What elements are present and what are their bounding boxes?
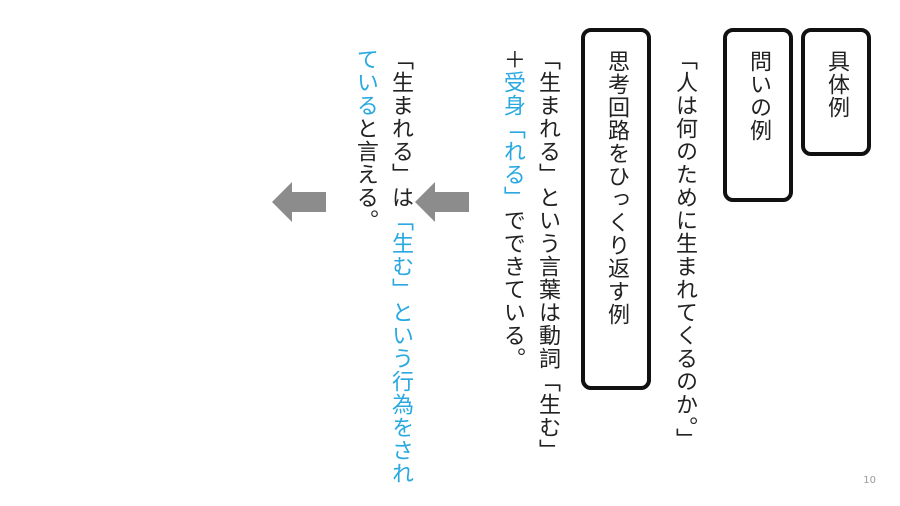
left-arrow-icon [415, 182, 469, 222]
question-example-label: 問いの例 [746, 50, 771, 142]
analysis-part2: でできている。 [499, 209, 525, 370]
conclusion-part1: 「生まれる」は [388, 48, 413, 209]
analysis-text: 「生まれる」という言葉は動詞「生む」＋受身「れる」でできている。 [485, 48, 565, 458]
question-text: 「人は何のために生まれてくるのか。」 [672, 48, 697, 451]
conclusion-part2: と言える。 [352, 117, 378, 232]
analysis-part1: 「生まれる」という言葉は動詞「生む」＋ [499, 48, 560, 451]
analysis-accent: 受身「れる」 [499, 71, 525, 209]
conclusion-text: 「生まれる」は「生む」という行為をされていると言える。 [338, 48, 418, 488]
reverse-example-label: 思考回路をひっくり返す例 [604, 50, 629, 326]
left-arrow-icon [272, 182, 326, 222]
concrete-example-label: 具体例 [824, 50, 849, 119]
question-example-label-box: 問いの例 [723, 28, 793, 202]
page-number: 10 [863, 475, 876, 486]
reverse-example-label-box: 思考回路をひっくり返す例 [581, 28, 651, 390]
concrete-example-label-box: 具体例 [801, 28, 871, 156]
conclusion-accent: 「生む」という行為をされている [352, 48, 413, 485]
